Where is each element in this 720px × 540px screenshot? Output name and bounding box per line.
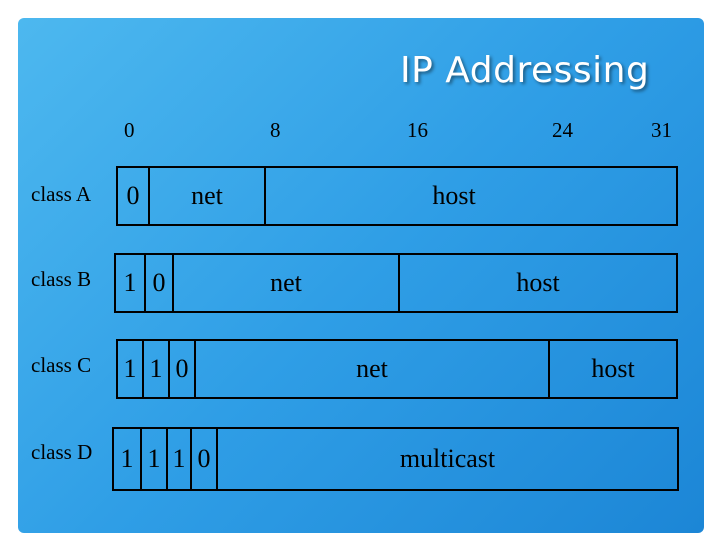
- divider: [168, 341, 170, 397]
- class-c-bit-2: 0: [175, 354, 189, 383]
- divider: [264, 168, 266, 224]
- divider: [548, 341, 550, 397]
- class-a-row: 0 net host: [116, 166, 678, 226]
- divider: [148, 168, 150, 224]
- divider: [398, 255, 400, 311]
- class-d-multicast: multicast: [399, 444, 496, 473]
- class-d-row: 1 1 1 0 multicast: [112, 427, 679, 491]
- divider: [166, 429, 168, 489]
- class-b-label: class B: [31, 267, 92, 291]
- divider: [144, 255, 146, 311]
- bit-position-0: 0: [124, 118, 135, 142]
- class-b-row: 1 0 net host: [114, 253, 678, 313]
- class-a-bit-0: 0: [126, 181, 140, 210]
- bit-position-31: 31: [651, 118, 672, 142]
- divider: [216, 429, 218, 489]
- slide-background: [18, 18, 704, 533]
- class-b-bit-1: 0: [152, 268, 166, 297]
- class-a-label: class A: [31, 182, 92, 206]
- class-d-bit-3: 0: [197, 444, 211, 473]
- divider: [190, 429, 192, 489]
- divider: [142, 341, 144, 397]
- class-d-bit-0: 1: [120, 444, 134, 473]
- divider: [172, 255, 174, 311]
- class-a-net: net: [191, 181, 223, 210]
- class-c-label: class C: [31, 353, 92, 377]
- bit-position-8: 8: [270, 118, 281, 142]
- slide-title: IP Addressing: [400, 50, 650, 91]
- class-d-bit-1: 1: [147, 444, 161, 473]
- class-d-label: class D: [31, 440, 93, 464]
- class-b-host: host: [516, 268, 560, 297]
- divider: [140, 429, 142, 489]
- divider: [194, 341, 196, 397]
- class-a-host: host: [432, 181, 476, 210]
- class-c-host: host: [591, 354, 635, 383]
- class-c-row: 1 1 0 net host: [116, 339, 678, 399]
- class-b-bit-0: 1: [123, 268, 137, 297]
- class-c-bit-0: 1: [123, 354, 137, 383]
- bit-position-16: 16: [407, 118, 428, 142]
- class-b-net: net: [270, 268, 302, 297]
- bit-position-24: 24: [552, 118, 573, 142]
- class-c-bit-1: 1: [149, 354, 163, 383]
- class-d-bit-2: 1: [172, 444, 186, 473]
- class-c-net: net: [356, 354, 388, 383]
